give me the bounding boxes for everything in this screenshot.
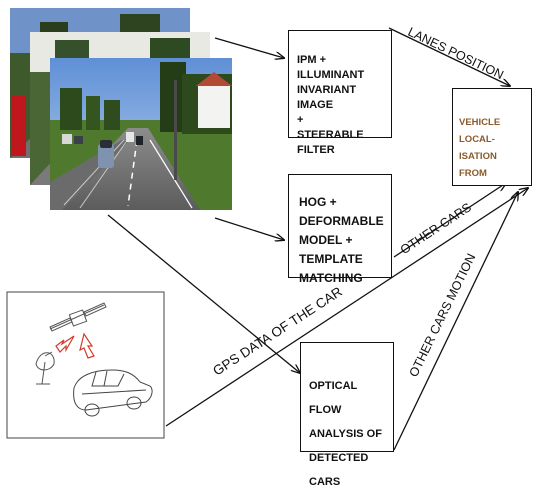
optical-flow-text: OPTICAL FLOW ANALYSIS OF DETECTED CARS xyxy=(309,380,382,488)
arrow-optical-to-vehicle xyxy=(393,192,518,451)
gps-sketch xyxy=(6,291,165,439)
ipm-filter-text: IPM + ILLUMINANT INVARIANT IMAGE + STEER… xyxy=(297,54,365,156)
vehicle-localisation-text: VEHICLE LOCAL- ISATION FROM POSITION AND… xyxy=(459,117,501,179)
arrow-hog-to-vehicle xyxy=(393,183,506,258)
diagram-canvas: LANES POSITION OTHER CARS OTHER CARS MOT… xyxy=(6,8,535,451)
antenna-dish-icon xyxy=(35,351,55,385)
satellite-icon xyxy=(49,302,107,332)
vehicle-localisation-box: VEHICLE LOCAL- ISATION FROM POSITION AND… xyxy=(452,88,532,186)
label-lanes-position: LANES POSITION xyxy=(406,25,506,82)
arrow-ipm-to-vehicle xyxy=(388,27,510,86)
camera-frames xyxy=(10,8,232,210)
arrow-gps-to-vehicle xyxy=(165,188,528,427)
signal-arrows-icon xyxy=(55,332,95,359)
label-other-cars-motion: OTHER CARS MOTION xyxy=(406,251,478,379)
optical-flow-box: OPTICAL FLOW ANALYSIS OF DETECTED CARS xyxy=(300,342,394,488)
arrow-frames-to-ipm xyxy=(214,37,284,58)
pipeline-diagram: LANES POSITION OTHER CARS OTHER CARS MOT… xyxy=(6,8,535,488)
hog-model-text: HOG + DEFORMABLE MODEL + TEMPLATE MATCHI… xyxy=(299,195,384,285)
arrow-frames-to-hog xyxy=(214,217,284,240)
connectors xyxy=(107,27,528,451)
car-sketch-icon xyxy=(73,369,153,417)
arrow-frames-to-optical xyxy=(107,214,300,373)
ipm-filter-box: IPM + ILLUMINANT INVARIANT IMAGE + STEER… xyxy=(288,30,392,156)
camera-frame-front xyxy=(50,58,232,210)
hog-model-box: HOG + DEFORMABLE MODEL + TEMPLATE MATCHI… xyxy=(288,174,392,285)
